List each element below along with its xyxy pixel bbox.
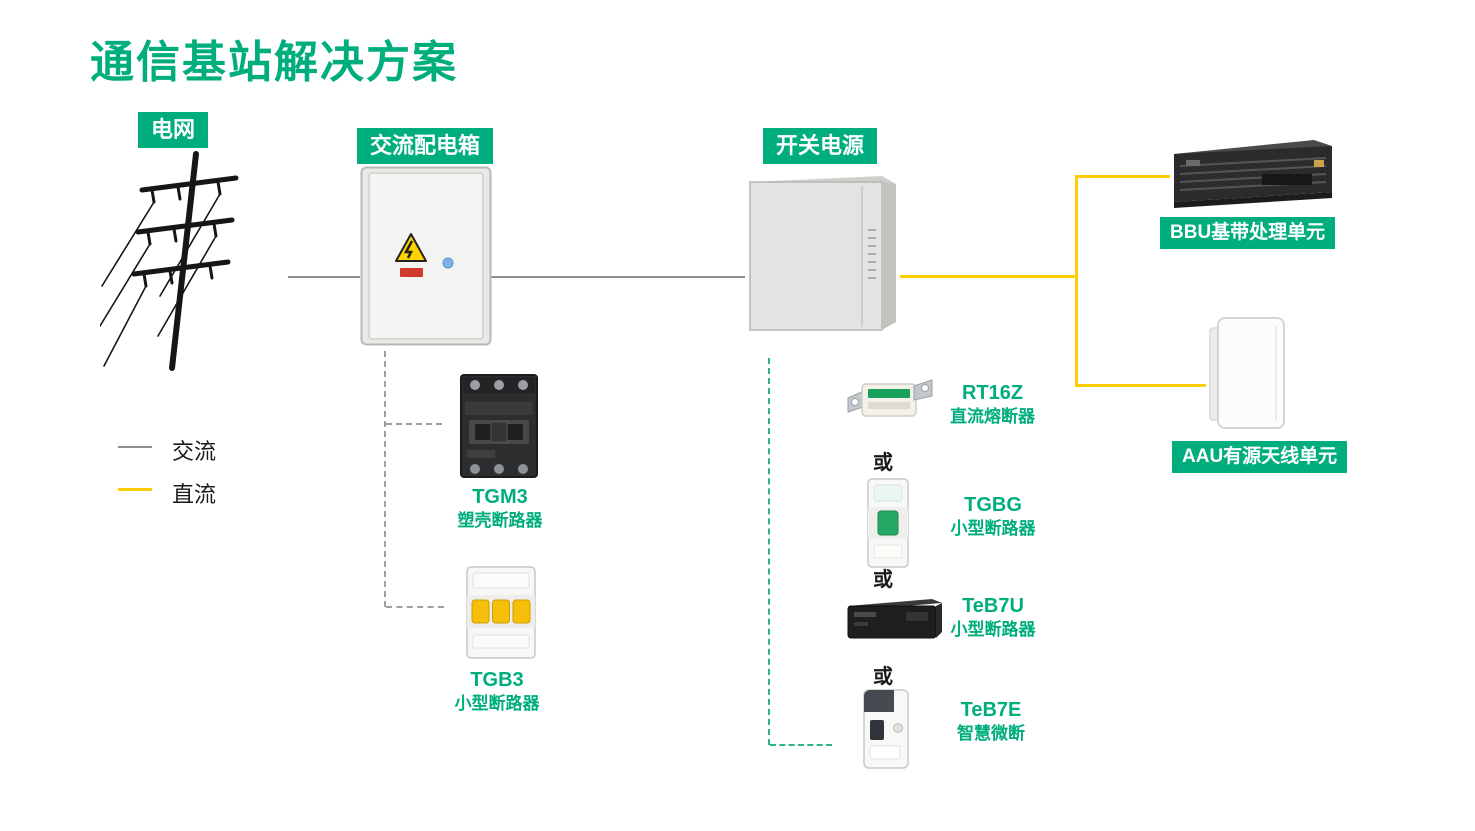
power-grid-tower-image (99, 146, 240, 371)
teb7u-breaker-image (842, 590, 946, 648)
ac-line-acbox-to-power (490, 276, 745, 278)
node-label-bbu: BBU基带处理单元 (1160, 217, 1336, 249)
tgbg-desc: 小型断路器 (950, 519, 1036, 538)
bbu-unit-image (1166, 138, 1334, 214)
rt16z-name: RT16Z (961, 382, 1024, 404)
node-label-aau: AAU有源天线单元 (1172, 441, 1348, 473)
teb7e-name: TeB7E (960, 699, 1022, 721)
node-label-ac-box: 交流配电箱 (357, 128, 494, 164)
tgm3-caption: TGM3 塑壳断路器 (420, 486, 580, 532)
tgb3-name: TGB3 (470, 669, 524, 691)
aau-unit-image (1206, 316, 1290, 432)
ac-dash-vertical (384, 351, 386, 607)
or-connector-2: 或 (873, 569, 893, 591)
legend-ac-line (118, 446, 152, 448)
dc-line-branch-vertical (1075, 175, 1078, 387)
tgm3-breaker-image (453, 372, 545, 480)
teb7e-breaker-image (856, 686, 916, 772)
legend-dc-line (118, 488, 152, 491)
or-connector-3: 或 (873, 666, 893, 688)
teb7u-desc: 小型断路器 (950, 620, 1036, 639)
node-label-grid: 电网 (138, 112, 209, 148)
dc-line-to-bbu (1075, 175, 1170, 178)
tgbg-caption: TGBG 小型断路器 (918, 494, 1068, 540)
teb7u-caption: TeB7U 小型断路器 (918, 595, 1068, 641)
teb7e-desc: 智慧微断 (957, 724, 1025, 743)
teb7u-name: TeB7U (962, 595, 1024, 617)
ac-dash-to-tgb3 (386, 606, 444, 608)
ac-dash-to-tgm3 (386, 423, 442, 425)
legend-ac-label: 交流 (172, 439, 217, 464)
switching-power-supply-image (744, 170, 902, 336)
dc-dash-vertical (768, 358, 770, 745)
rt16z-desc: 直流熔断器 (950, 407, 1035, 426)
page-title: 通信基站解决方案 (90, 38, 458, 87)
rt16z-fuse-image (846, 372, 934, 430)
tgb3-desc: 小型断路器 (454, 694, 540, 713)
tgb3-breaker-image (457, 565, 545, 660)
tgbg-name: TGBG (964, 494, 1022, 516)
ac-line-grid-to-acbox (288, 276, 360, 278)
dc-dash-to-teb7e (770, 744, 832, 746)
legend-dc-label: 直流 (172, 482, 217, 507)
tgm3-name: TGM3 (472, 486, 528, 508)
teb7e-caption: TeB7E 智慧微断 (916, 699, 1066, 745)
tgbg-breaker-image (862, 477, 914, 569)
rt16z-caption: RT16Z 直流熔断器 (920, 382, 1065, 428)
node-label-power: 开关电源 (763, 128, 878, 164)
tgb3-caption: TGB3 小型断路器 (417, 669, 577, 715)
tgm3-desc: 塑壳断路器 (457, 511, 543, 530)
or-connector-1: 或 (873, 452, 893, 474)
ac-distribution-box-image (360, 166, 492, 346)
dc-line-to-aau (1075, 384, 1206, 387)
dc-line-power-out (900, 275, 1077, 278)
